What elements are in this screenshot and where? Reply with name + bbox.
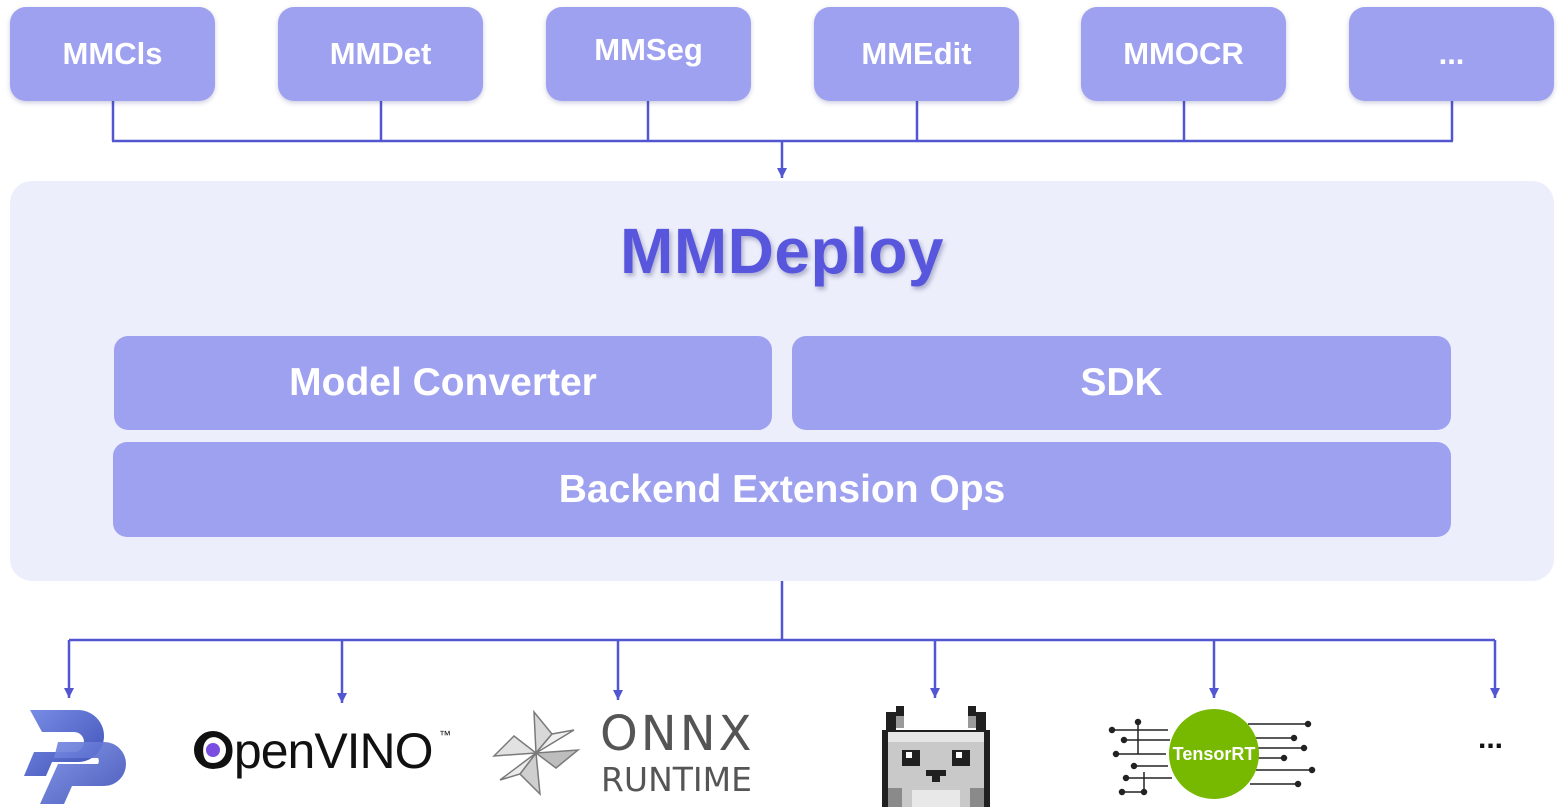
openvino-trademark: ™ [439,728,451,742]
framework-box-mmseg: MMSeg [546,7,751,101]
framework-label: MMEdit [861,36,972,71]
framework-box-more: ... [1349,7,1554,101]
framework-box-mmocr: MMOCR [1081,7,1286,101]
backend-ops-label: Backend Extension Ops [558,467,1006,511]
framework-label: MMDet [329,36,432,71]
openvino-logo: OpenVINO ™ [193,716,463,786]
ppl-logo-icon [24,710,126,804]
framework-label: MMCls [62,36,163,71]
ncnn-cat-icon [882,706,990,807]
framework-label: MMOCR [1123,36,1244,71]
sdk-label: SDK [1080,361,1163,404]
model-converter-label: Model Converter [289,361,597,404]
framework-box-mmcls: MMCls [10,7,215,101]
backend-ops-box: Backend Extension Ops [113,442,1451,537]
onnx-text: ONNX [600,706,755,762]
tensorrt-circuit-icon [1108,709,1316,799]
tensorrt-text: TensorRT [1172,744,1256,764]
onnx-runtime-logo: ONNX RUNTIME [600,706,760,802]
framework-box-mmedit: MMEdit [814,7,1019,101]
framework-box-mmdet: MMDet [278,7,483,101]
tensorrt-logo: TensorRT [1108,708,1318,804]
framework-label: MMSeg [594,32,703,67]
onnx-pinwheel-icon [492,709,581,797]
openvino-o-icon [194,731,232,769]
sdk-box: SDK [792,336,1451,430]
backend-more-label: ... [1478,722,1504,755]
framework-label: ... [1438,36,1465,71]
openvino-text: OpenVINO [196,723,434,779]
runtime-text: RUNTIME [601,760,752,799]
mmdeploy-title: MMDeploy [620,215,944,287]
model-converter-box: Model Converter [114,336,772,430]
